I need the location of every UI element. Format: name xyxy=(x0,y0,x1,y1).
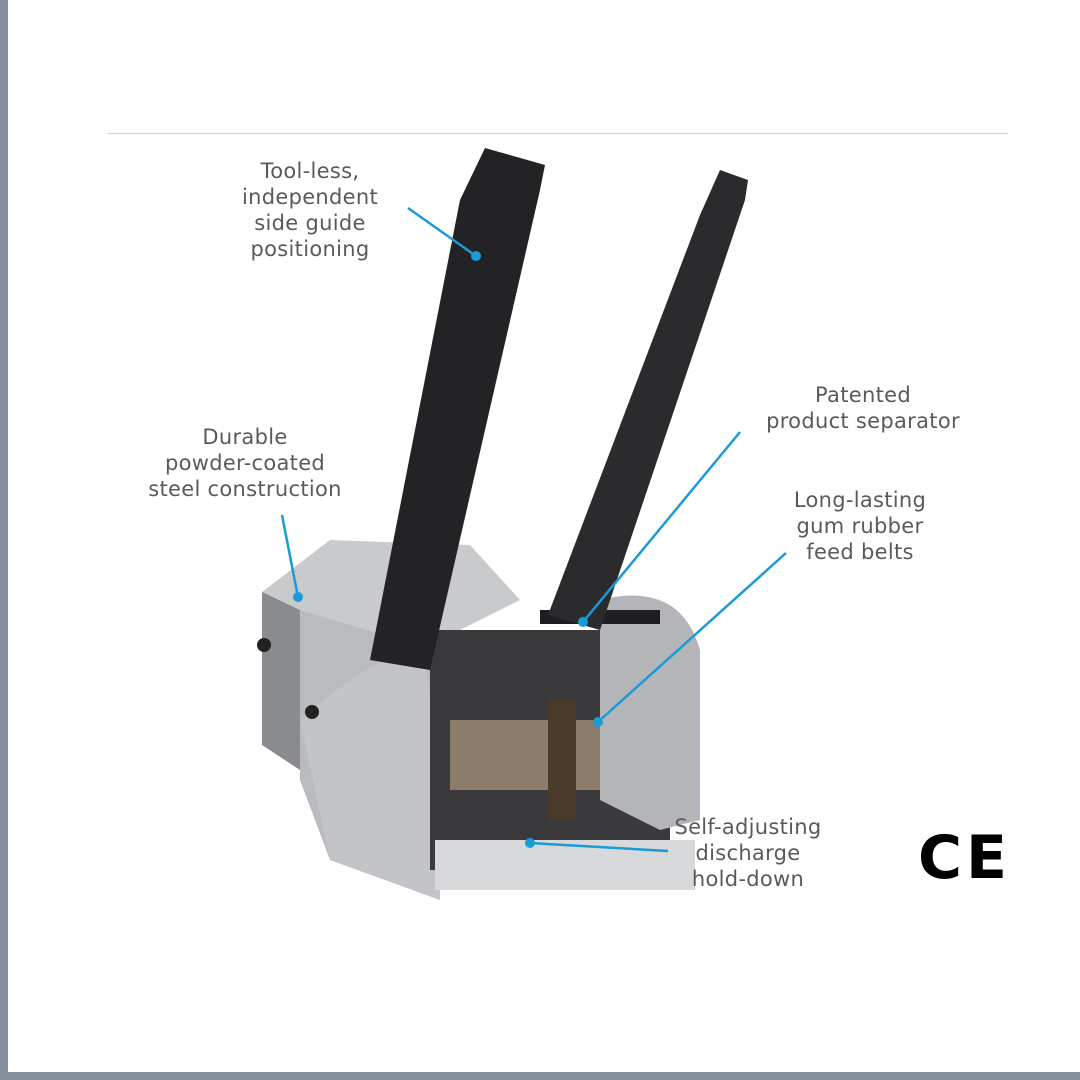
callout-steel: Durable powder-coated steel construction xyxy=(148,425,342,501)
callout-line-separator xyxy=(582,431,741,623)
frame-border-left xyxy=(0,0,8,1080)
machine-right-panel xyxy=(600,595,700,830)
side-guide-right xyxy=(548,170,748,630)
callout-dot-side-guide xyxy=(471,251,481,261)
machine-front-curve xyxy=(300,650,440,900)
side-guide-left xyxy=(370,148,545,670)
knob xyxy=(257,638,271,652)
ce-mark: CE xyxy=(918,823,1012,893)
machine-base-plate xyxy=(435,840,695,890)
callout-line-belts xyxy=(597,552,787,723)
callout-line-side-guide xyxy=(407,206,477,258)
sensor-post xyxy=(548,700,576,820)
callout-separator: Patented product separator xyxy=(766,383,960,433)
callout-dot-steel xyxy=(293,592,303,602)
callout-dot-separator xyxy=(578,617,588,627)
frame-border-bottom xyxy=(0,1072,1080,1080)
callout-line-hold-down xyxy=(529,841,669,853)
callout-dot-hold-down xyxy=(525,838,535,848)
callout-line-steel xyxy=(280,514,300,598)
machine-side-panel xyxy=(262,592,300,770)
divider-line xyxy=(108,133,1008,134)
machine-rollers xyxy=(450,720,610,790)
callout-side-guide: Tool-less, independent side guide positi… xyxy=(241,159,379,261)
knob xyxy=(305,705,319,719)
callout-dot-belts xyxy=(593,717,603,727)
callout-hold-down: Self-adjusting discharge hold-down xyxy=(674,815,822,891)
callout-belts: Long-lasting gum rubber feed belts xyxy=(793,488,927,564)
